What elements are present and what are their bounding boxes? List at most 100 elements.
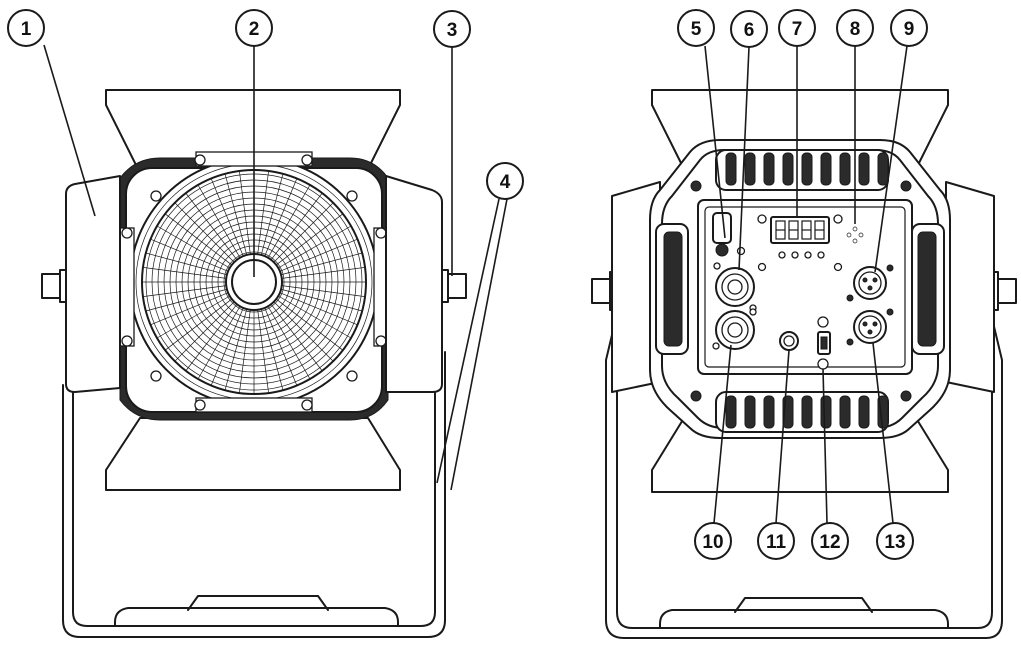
menu-buttons (757, 214, 864, 272)
lens-spoke (239, 309, 251, 394)
lens-spoke (210, 178, 244, 257)
led-display (770, 216, 830, 244)
callout-7: 7 (778, 9, 816, 47)
heatsink-fin (877, 152, 889, 186)
lens-spoke (278, 295, 352, 339)
callout-1-label: 1 (21, 19, 32, 40)
heatsink-fin (839, 395, 851, 429)
rear-left-handle (655, 223, 689, 355)
lens-spoke (267, 184, 311, 258)
front-right-barn-door (385, 175, 443, 393)
callout-13: 13 (876, 522, 914, 560)
front-bottom-clip (194, 397, 313, 413)
rear-view (591, 89, 1017, 639)
heatsink-fin (763, 152, 775, 186)
heatsink-fin (725, 395, 737, 429)
callout-8: 8 (836, 9, 874, 47)
callout-6-label: 6 (744, 20, 755, 41)
callout-6: 6 (730, 10, 768, 48)
data-port (779, 331, 799, 351)
front-screws (150, 190, 358, 382)
lens-spoke (264, 307, 298, 386)
rear-heatsink-top (715, 149, 889, 191)
callout-4: 4 (486, 162, 524, 200)
usb-port (817, 316, 831, 370)
lens-spoke (210, 307, 244, 386)
heatsink-fin (801, 152, 813, 186)
lens-spoke (145, 288, 228, 312)
lens-spoke (280, 288, 363, 312)
heatsink-fin (820, 152, 832, 186)
callout-4-label: 4 (500, 172, 511, 193)
front-right-clip (373, 227, 389, 347)
fresnel-lens (141, 169, 367, 395)
callout-1: 1 (7, 9, 45, 47)
callout-3: 3 (433, 10, 471, 48)
lens-spoke (281, 285, 366, 297)
lens-spoke (257, 170, 269, 255)
callout-11: 11 (757, 522, 795, 560)
lens-spoke (279, 238, 358, 272)
callout-10: 10 (694, 522, 732, 560)
heatsink-fin (744, 152, 756, 186)
lens-spoke (260, 173, 284, 256)
dmx-input-connector (846, 308, 894, 346)
rear-yoke-bracket (605, 267, 1003, 639)
front-left-barn-door (65, 175, 121, 393)
lens-spoke (150, 238, 229, 272)
lens-spoke (164, 298, 232, 351)
lens-spoke (174, 202, 235, 263)
lens-spoke (185, 304, 238, 372)
heatsink-fin (820, 395, 832, 429)
callout-3-label: 3 (447, 20, 458, 41)
lens-spoke (279, 292, 358, 326)
lens-spoke (281, 267, 366, 279)
lens-spoke (280, 252, 363, 276)
callout-11-label: 11 (766, 532, 787, 553)
front-right-knob (439, 269, 467, 303)
lens-spoke (276, 298, 344, 351)
lens-spoke (174, 301, 235, 362)
callout-9: 9 (890, 9, 928, 47)
heatsink-fin (858, 152, 870, 186)
lens-spoke (276, 213, 344, 266)
front-left-knob (41, 269, 69, 303)
callout-5-label: 5 (691, 19, 702, 40)
leader-lines (43, 44, 908, 524)
callout-2-label: 2 (249, 19, 260, 40)
callout-12-label: 12 (819, 532, 840, 553)
heatsink-fin (725, 152, 737, 186)
lens-spoke (142, 285, 227, 297)
heatsink-fin (839, 152, 851, 186)
callout-12: 12 (811, 522, 849, 560)
lens-spoke (197, 306, 241, 380)
lens-spoke (224, 308, 248, 391)
lens-spoke (145, 252, 228, 276)
lens-spoke (156, 295, 230, 339)
lens-spoke (278, 225, 352, 269)
lens-spoke (150, 292, 229, 326)
rear-heatsink-bottom (715, 391, 889, 433)
lens-spoke (164, 213, 232, 266)
callout-13-label: 13 (884, 532, 905, 553)
lens-spoke (185, 192, 238, 260)
lens-spoke (142, 267, 227, 279)
heatsink-fin (744, 395, 756, 429)
lens-spoke (224, 173, 248, 256)
heatsink-fin (801, 395, 813, 429)
heatsink-fin (858, 395, 870, 429)
lens-spoke (197, 184, 241, 258)
callout-8-label: 8 (850, 19, 861, 40)
lens-spoke (257, 309, 269, 394)
front-left-clip (119, 227, 135, 347)
power-out-connector (712, 308, 757, 350)
callout-9-label: 9 (904, 19, 915, 40)
heatsink-fin (782, 152, 794, 186)
lens-spoke (260, 308, 284, 391)
callout-10-label: 10 (702, 532, 723, 553)
rear-right-barn-door (945, 181, 995, 393)
callout-5: 5 (677, 9, 715, 47)
rear-housing-screws (690, 180, 912, 402)
